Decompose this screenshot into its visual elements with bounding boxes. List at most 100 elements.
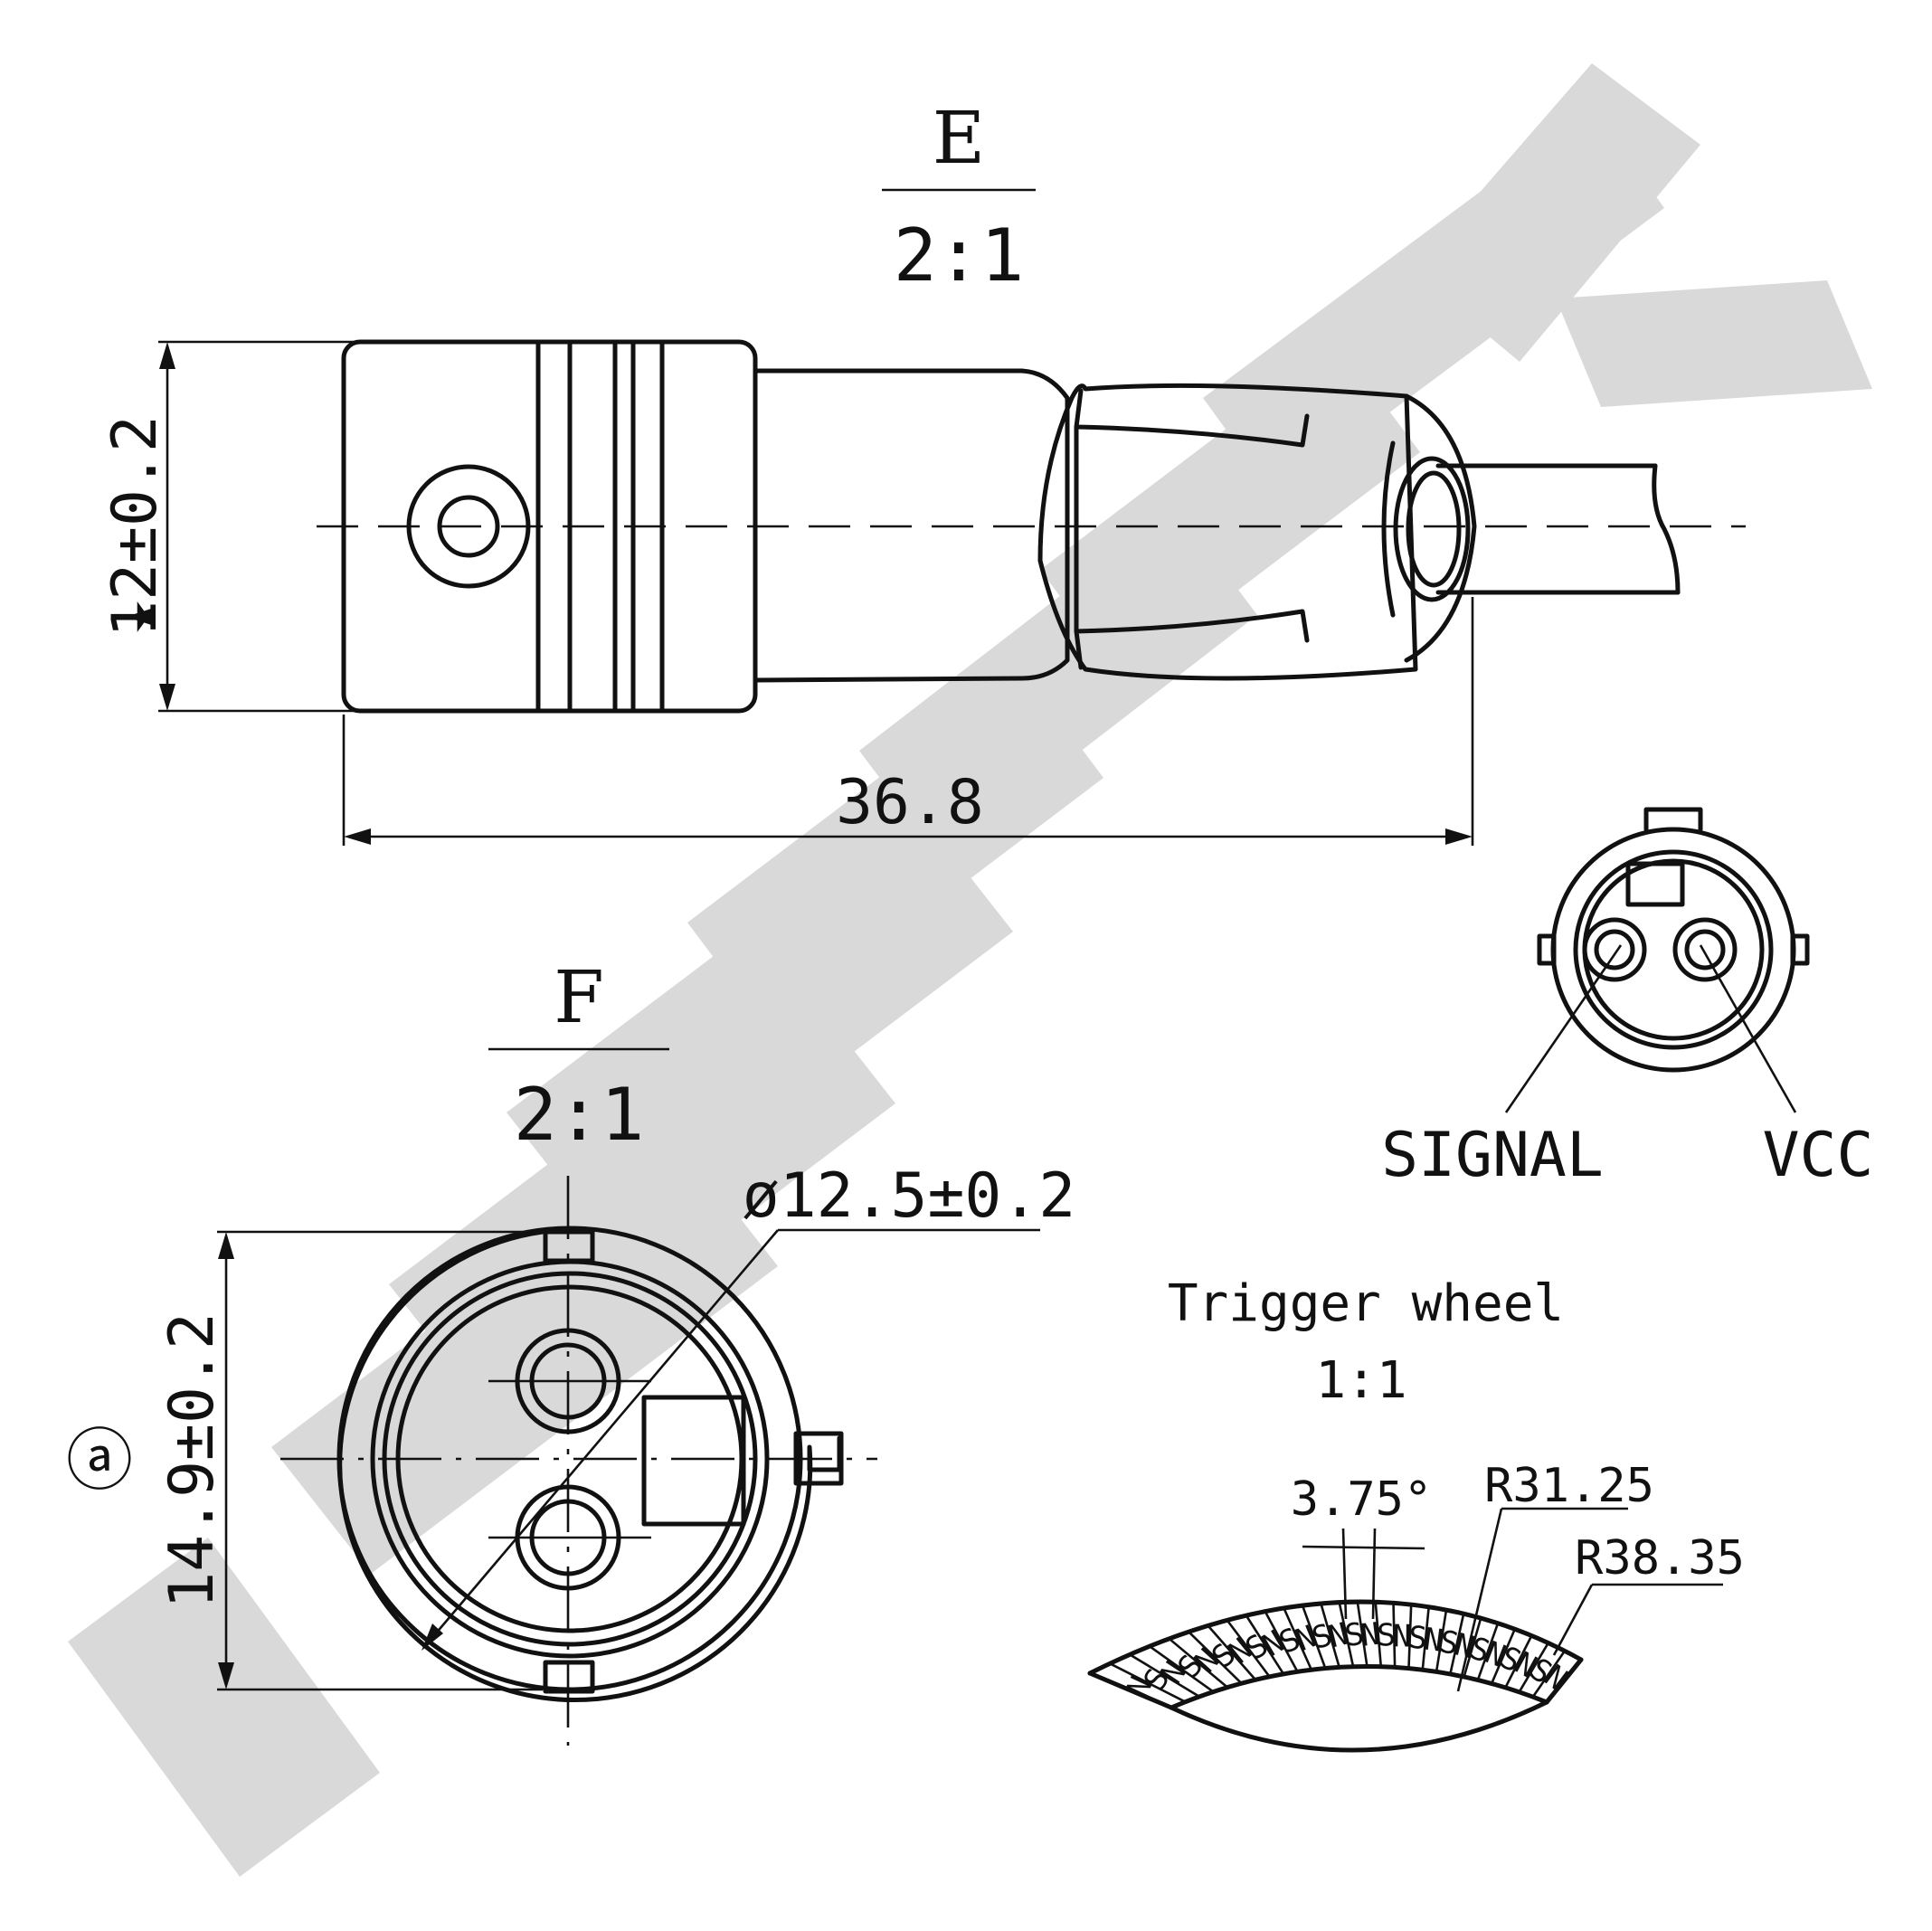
pole-divider xyxy=(1518,1642,1549,1693)
vcc-pin-inner xyxy=(1684,929,1726,970)
height-arrow-bottom xyxy=(159,684,175,711)
inner-radius-leader xyxy=(1456,1508,1503,1692)
pole-divider xyxy=(1490,1628,1516,1684)
pole-divider xyxy=(1435,1609,1448,1672)
pole-divider xyxy=(1109,1662,1187,1703)
diameter-dimension: ø12.5±0.2 xyxy=(421,1160,1075,1651)
pole-divider xyxy=(1421,1606,1430,1671)
cable-end-ring-inner xyxy=(1406,470,1462,588)
pole-divider xyxy=(1245,1614,1285,1675)
watermark xyxy=(68,63,1872,1877)
pole-divider xyxy=(1392,1603,1397,1668)
flange-arrow-bottom xyxy=(218,1662,234,1690)
pole-divider xyxy=(1463,1617,1482,1678)
side-view xyxy=(317,339,1746,714)
height-star-mark: ★ xyxy=(103,600,169,633)
face-side-tab-left xyxy=(1537,933,1557,966)
pole-divider xyxy=(1374,1602,1383,1667)
vcc-label: VCC xyxy=(1763,1120,1874,1191)
signal-label: SIGNAL xyxy=(1381,1120,1604,1191)
length-arrow-right xyxy=(1445,828,1473,845)
wheel-outer-arc xyxy=(1087,1599,1584,1676)
pole-divider xyxy=(1545,1659,1583,1703)
diameter-value: ø12.5±0.2 xyxy=(743,1160,1075,1232)
signal-leader xyxy=(1504,944,1623,1113)
pole-divider xyxy=(1449,1613,1465,1675)
length-dimension: 36.8 xyxy=(342,597,1474,846)
pole-divider xyxy=(1476,1623,1500,1680)
view-e-scale: 2:1 xyxy=(894,213,1025,298)
watermark-stroke-1 xyxy=(68,1538,380,1877)
pole-divider xyxy=(1089,1671,1172,1709)
strain-relief-clip-top xyxy=(1074,388,1310,448)
diameter-arrow-bottom xyxy=(421,1623,443,1651)
strain-relief-clip-bottom xyxy=(1074,609,1310,670)
face-key-tab xyxy=(1643,807,1703,832)
pole-label: N xyxy=(1359,1616,1382,1654)
pole-divider xyxy=(1283,1607,1313,1671)
flange-height-dimension: 14.9±0.2 ⓐ xyxy=(66,1230,543,1691)
strain-relief-collar xyxy=(1404,393,1477,663)
pole-label: N xyxy=(1393,1618,1412,1654)
neck xyxy=(753,368,1070,683)
length-value: 36.8 xyxy=(836,767,984,838)
connector-face-small: SIGNAL VCC xyxy=(1381,807,1874,1191)
pole-divider xyxy=(1356,1601,1368,1667)
outer-radius-value: R38.35 xyxy=(1575,1531,1745,1586)
angle-arrow-line xyxy=(1302,1545,1425,1550)
signal-pin-outer xyxy=(1582,917,1647,982)
view-e-letter: E xyxy=(933,96,985,180)
angle-value: 3.75° xyxy=(1291,1472,1433,1527)
watermark-stroke-9 xyxy=(1411,63,1700,362)
trigger-scale: 1:1 xyxy=(1315,1351,1406,1410)
flange-arrow-top xyxy=(218,1232,234,1259)
pole-divider xyxy=(1338,1602,1355,1667)
pole-label: N xyxy=(1422,1622,1444,1660)
pole-divider xyxy=(1504,1634,1533,1689)
face-ring xyxy=(1573,849,1774,1050)
strain-relief-outer xyxy=(1037,383,1418,681)
flange-circle-a-mark: ⓐ xyxy=(66,1422,133,1500)
cable-end-ring xyxy=(1393,456,1471,602)
strain-relief-ring xyxy=(1381,440,1396,618)
diameter-leader xyxy=(424,1229,779,1647)
trigger-wheel: Trigger wheel 1:1 NSNSNSNSNSNSNSNSNSNSNS… xyxy=(1087,1274,1745,1753)
front-view xyxy=(280,1176,877,1746)
signal-pin-inner xyxy=(1594,929,1635,970)
length-arrow-left xyxy=(344,828,371,845)
inner-radius-value: R31.25 xyxy=(1484,1459,1654,1513)
pole-label: S xyxy=(1407,1620,1428,1657)
trigger-title: Trigger wheel xyxy=(1168,1274,1564,1333)
pole-divider xyxy=(1129,1653,1200,1699)
height-arrow-top xyxy=(159,342,175,369)
pole-divider xyxy=(1320,1603,1340,1668)
height-value: 12±0.2 xyxy=(99,415,171,638)
outer-radius-leader xyxy=(1552,1584,1594,1656)
watermark-stroke-10 xyxy=(1556,280,1872,407)
pole-divider xyxy=(1301,1604,1327,1669)
wheel-inner-arc xyxy=(1169,1663,1549,1710)
height-dimension: 12±0.2 ★ xyxy=(99,340,357,713)
face-side-tab-right xyxy=(1790,933,1810,966)
flange-outline xyxy=(337,1229,842,1703)
pole-divider xyxy=(1188,1631,1243,1685)
vcc-leader xyxy=(1699,944,1797,1113)
pole-divider xyxy=(1149,1645,1215,1693)
view-f-scale: 2:1 xyxy=(514,1073,645,1157)
pole-divider xyxy=(1531,1650,1566,1698)
pole-label: S xyxy=(1376,1617,1397,1654)
angle-line-right xyxy=(1371,1528,1377,1620)
wheel-bottom-arc xyxy=(1169,1699,1549,1753)
pole-divider xyxy=(1226,1619,1271,1678)
pole-divider xyxy=(1407,1604,1413,1669)
face-key-slot xyxy=(1625,861,1685,907)
cable-cut xyxy=(1652,463,1681,595)
vcc-pin-outer xyxy=(1672,917,1738,982)
angle-line-left xyxy=(1341,1528,1348,1620)
pole-divider xyxy=(1264,1611,1299,1672)
key-block xyxy=(641,1395,746,1527)
view-f-letter: F xyxy=(554,955,604,1039)
flange-height-value: 14.9±0.2 xyxy=(156,1312,228,1609)
